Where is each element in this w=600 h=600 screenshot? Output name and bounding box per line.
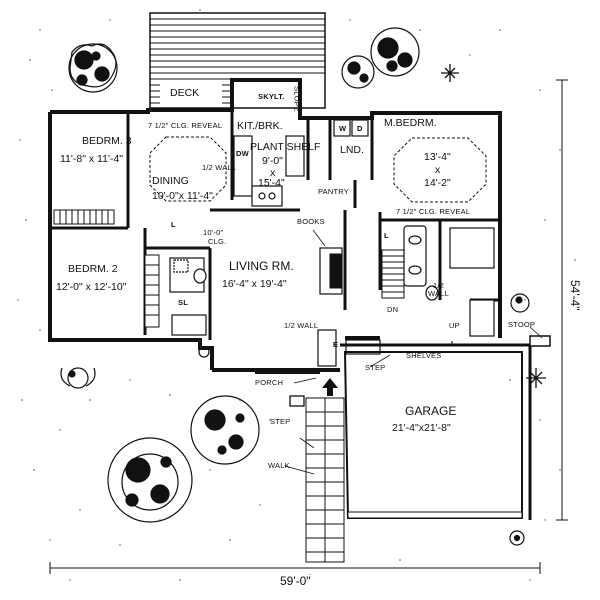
l-mark-1: L xyxy=(171,220,176,229)
tree-top-right xyxy=(341,27,420,89)
skylight-label: SKYLT. xyxy=(258,92,285,101)
master-ceiling-reveal-label: 7 1/2" CLG. REVEAL xyxy=(396,207,471,216)
l-mark-3: L xyxy=(451,339,456,348)
entry-e-mark: E xyxy=(333,340,339,349)
dining-name: DINING xyxy=(152,175,189,187)
dishwasher-label: DW xyxy=(236,149,249,158)
tree-bottom-center xyxy=(107,395,260,523)
garage-name: GARAGE xyxy=(405,404,457,418)
shelves-label: SHELVES xyxy=(406,351,442,360)
bedroom3-size: 11'-8" x 11'-4" xyxy=(60,153,124,165)
kitchen-label: KIT./BRK. xyxy=(237,120,283,132)
shrub-left xyxy=(60,367,96,389)
dining-half-wall-label: 1/2 WALL xyxy=(202,163,237,172)
entry-arrow xyxy=(322,378,338,396)
bedroom2-name: BEDRM. 2 xyxy=(68,263,118,275)
stoop xyxy=(529,335,551,347)
leader-lines xyxy=(284,229,543,475)
bath-sl-label: SL xyxy=(178,298,188,307)
clg-label: CLG. xyxy=(208,237,227,246)
laundry-label: LND. xyxy=(340,144,364,156)
stoop-label: STOOP xyxy=(508,320,536,329)
entry-detail xyxy=(317,329,381,367)
interior-walls xyxy=(50,110,500,340)
dining-size: 10'-0"x 11'-4" xyxy=(152,190,213,202)
walk xyxy=(289,395,345,563)
overall-depth-dimension: 54'-4" xyxy=(568,280,582,311)
garage-size: 21'-4"x21'-8" xyxy=(392,422,451,434)
master-bedroom-name: M.BEDRM. xyxy=(384,117,437,129)
deck xyxy=(149,12,326,109)
plant-shelf-width: 9'-0" xyxy=(262,155,283,167)
tree-top-left xyxy=(68,43,118,93)
living-room-name: LIVING RM. xyxy=(229,259,294,273)
stairs-up-label: UP xyxy=(449,321,460,330)
plant-shelf-label: PLANT SHELF xyxy=(250,141,321,153)
dryer-label: D xyxy=(357,124,363,133)
hall-bath xyxy=(169,257,207,336)
master-bedroom-height: 14'-2" xyxy=(424,177,451,189)
stairs-down-label: DN xyxy=(387,305,399,314)
bath-half-wall-label: 1/2 WALL xyxy=(428,281,449,298)
master-bedroom-x: x xyxy=(435,164,441,176)
fireplace xyxy=(319,247,343,295)
deck-label: DECK xyxy=(170,87,200,99)
closet-hatch xyxy=(53,209,160,328)
l-mark-2: L xyxy=(384,231,389,240)
exterior-walls xyxy=(48,78,502,372)
stairs xyxy=(381,249,405,299)
porch-label: PORCH xyxy=(255,378,284,387)
ceiling-reveal-octagons xyxy=(149,136,487,203)
dining-ceiling-reveal-label: 7 1/2" CLG. REVEAL xyxy=(148,121,223,130)
master-bath xyxy=(403,225,495,337)
step-label-entry: STEP xyxy=(365,363,386,372)
plant-shelf-x: x xyxy=(270,167,276,179)
washer-label: W xyxy=(339,124,347,133)
walk-label: WALK xyxy=(268,461,290,470)
kitchen-counters xyxy=(233,135,305,207)
slope-label: SLOPE xyxy=(292,86,302,113)
bedroom3-name: BEDRM. 3 xyxy=(82,135,132,147)
shrub-star-right xyxy=(441,64,546,388)
clg-size: 10'-0" xyxy=(203,228,224,237)
books-label: BOOKS xyxy=(297,217,325,226)
entry-half-wall-label: 1/2 WALL xyxy=(284,321,319,330)
step-label-walk: STEP xyxy=(270,417,291,426)
laundry-appliances xyxy=(333,119,369,137)
plant-shelf-height: 15'-4" xyxy=(258,177,285,189)
bedroom2-size: 12'-0" x 12'-10" xyxy=(56,281,127,293)
pantry-label: PANTRY xyxy=(318,187,349,196)
ground-speckle xyxy=(17,9,576,581)
overall-width-dimension: 59'-0" xyxy=(277,575,314,587)
dimension-lines xyxy=(49,79,568,574)
master-bedroom-width: 13'-4" xyxy=(424,151,451,163)
living-room-size: 16'-4" x 19'-4" xyxy=(222,278,287,290)
